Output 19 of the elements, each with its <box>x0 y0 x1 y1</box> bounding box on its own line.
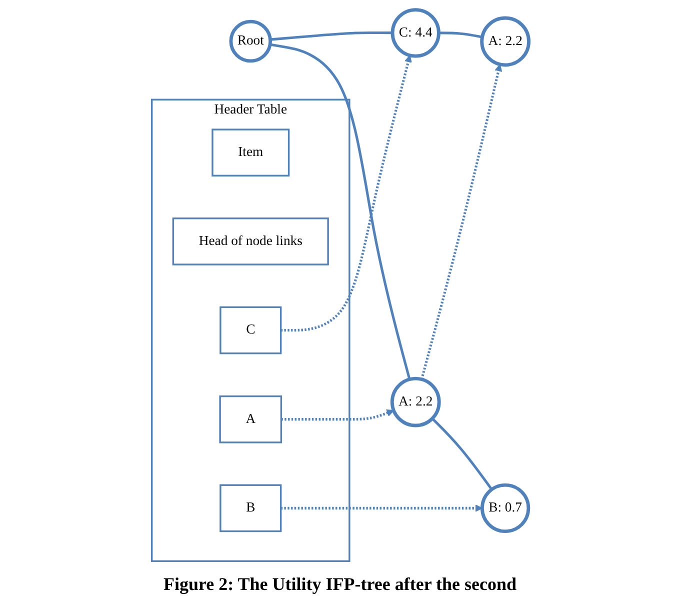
node-circle: A: 2.2 <box>390 376 440 427</box>
node-box: Head of node links <box>172 217 329 265</box>
node-box: B <box>219 484 282 532</box>
connector <box>270 42 410 380</box>
node-circle: Root <box>228 19 272 62</box>
connector <box>438 31 482 38</box>
node-circle: A: 2.2 <box>480 16 530 66</box>
connector <box>270 30 392 40</box>
arrow <box>280 504 482 512</box>
arrow <box>280 408 394 420</box>
node-circle: C: 4.4 <box>390 8 440 58</box>
node-circle: B: 0.7 <box>480 482 530 533</box>
node-box: A <box>218 394 282 443</box>
arrow <box>420 64 502 380</box>
arrow <box>280 54 412 332</box>
node-box: C <box>219 306 282 354</box>
node-box: Item <box>211 128 290 176</box>
connector <box>431 417 492 490</box>
figure-caption: Figure 2: The Utility IFP-tree after the second <box>162 574 518 595</box>
